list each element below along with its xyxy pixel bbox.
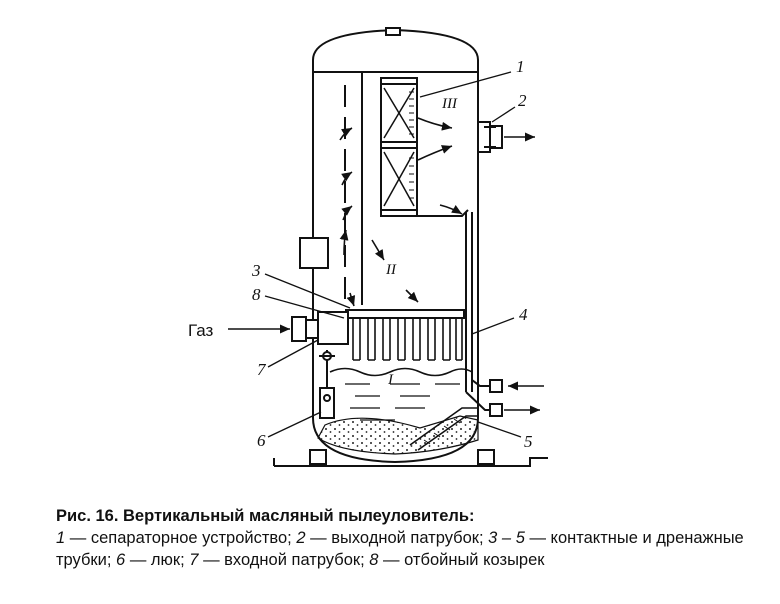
hatch <box>319 350 335 419</box>
callout-4: 4 <box>519 305 528 324</box>
callout-6: 6 <box>257 431 266 450</box>
callout-2: 2 <box>518 91 527 110</box>
callout-5: 5 <box>524 432 533 451</box>
caption-item: 8 — отбойный козырек <box>369 551 545 569</box>
zone-label-1: I <box>387 372 394 388</box>
caption-item: 3 – 5 — контактные и дренажные трубки; <box>56 529 744 569</box>
caption-title: Рис. 16. Вертикальный масляный пылеулови… <box>56 507 475 525</box>
oil-dust-collector-diagram: 1 2 3 4 5 6 7 8 I II III Газ <box>188 27 548 467</box>
callout-1: 1 <box>516 57 525 76</box>
caption-item: 7 — входной патрубок; <box>189 551 370 569</box>
vessel-shell <box>312 28 479 464</box>
callout-8: 8 <box>252 285 261 304</box>
callout-7: 7 <box>257 360 267 379</box>
zone-label-2: II <box>385 262 397 278</box>
caption-item: 6 — люк; <box>116 551 190 569</box>
callout-3: 3 <box>251 261 261 280</box>
gas-label: Газ <box>188 321 214 340</box>
outlet-nozzle <box>477 121 503 153</box>
separator-device <box>380 77 418 217</box>
caption-item: 1 — сепараторное устройство; <box>56 529 297 547</box>
zone-label-3: III <box>441 96 458 112</box>
caption-item: 2 — выходной патрубок; <box>296 529 489 547</box>
inlet-nozzle <box>291 316 319 342</box>
figure-caption: Рис. 16. Вертикальный масляный пылеулови… <box>56 505 766 571</box>
